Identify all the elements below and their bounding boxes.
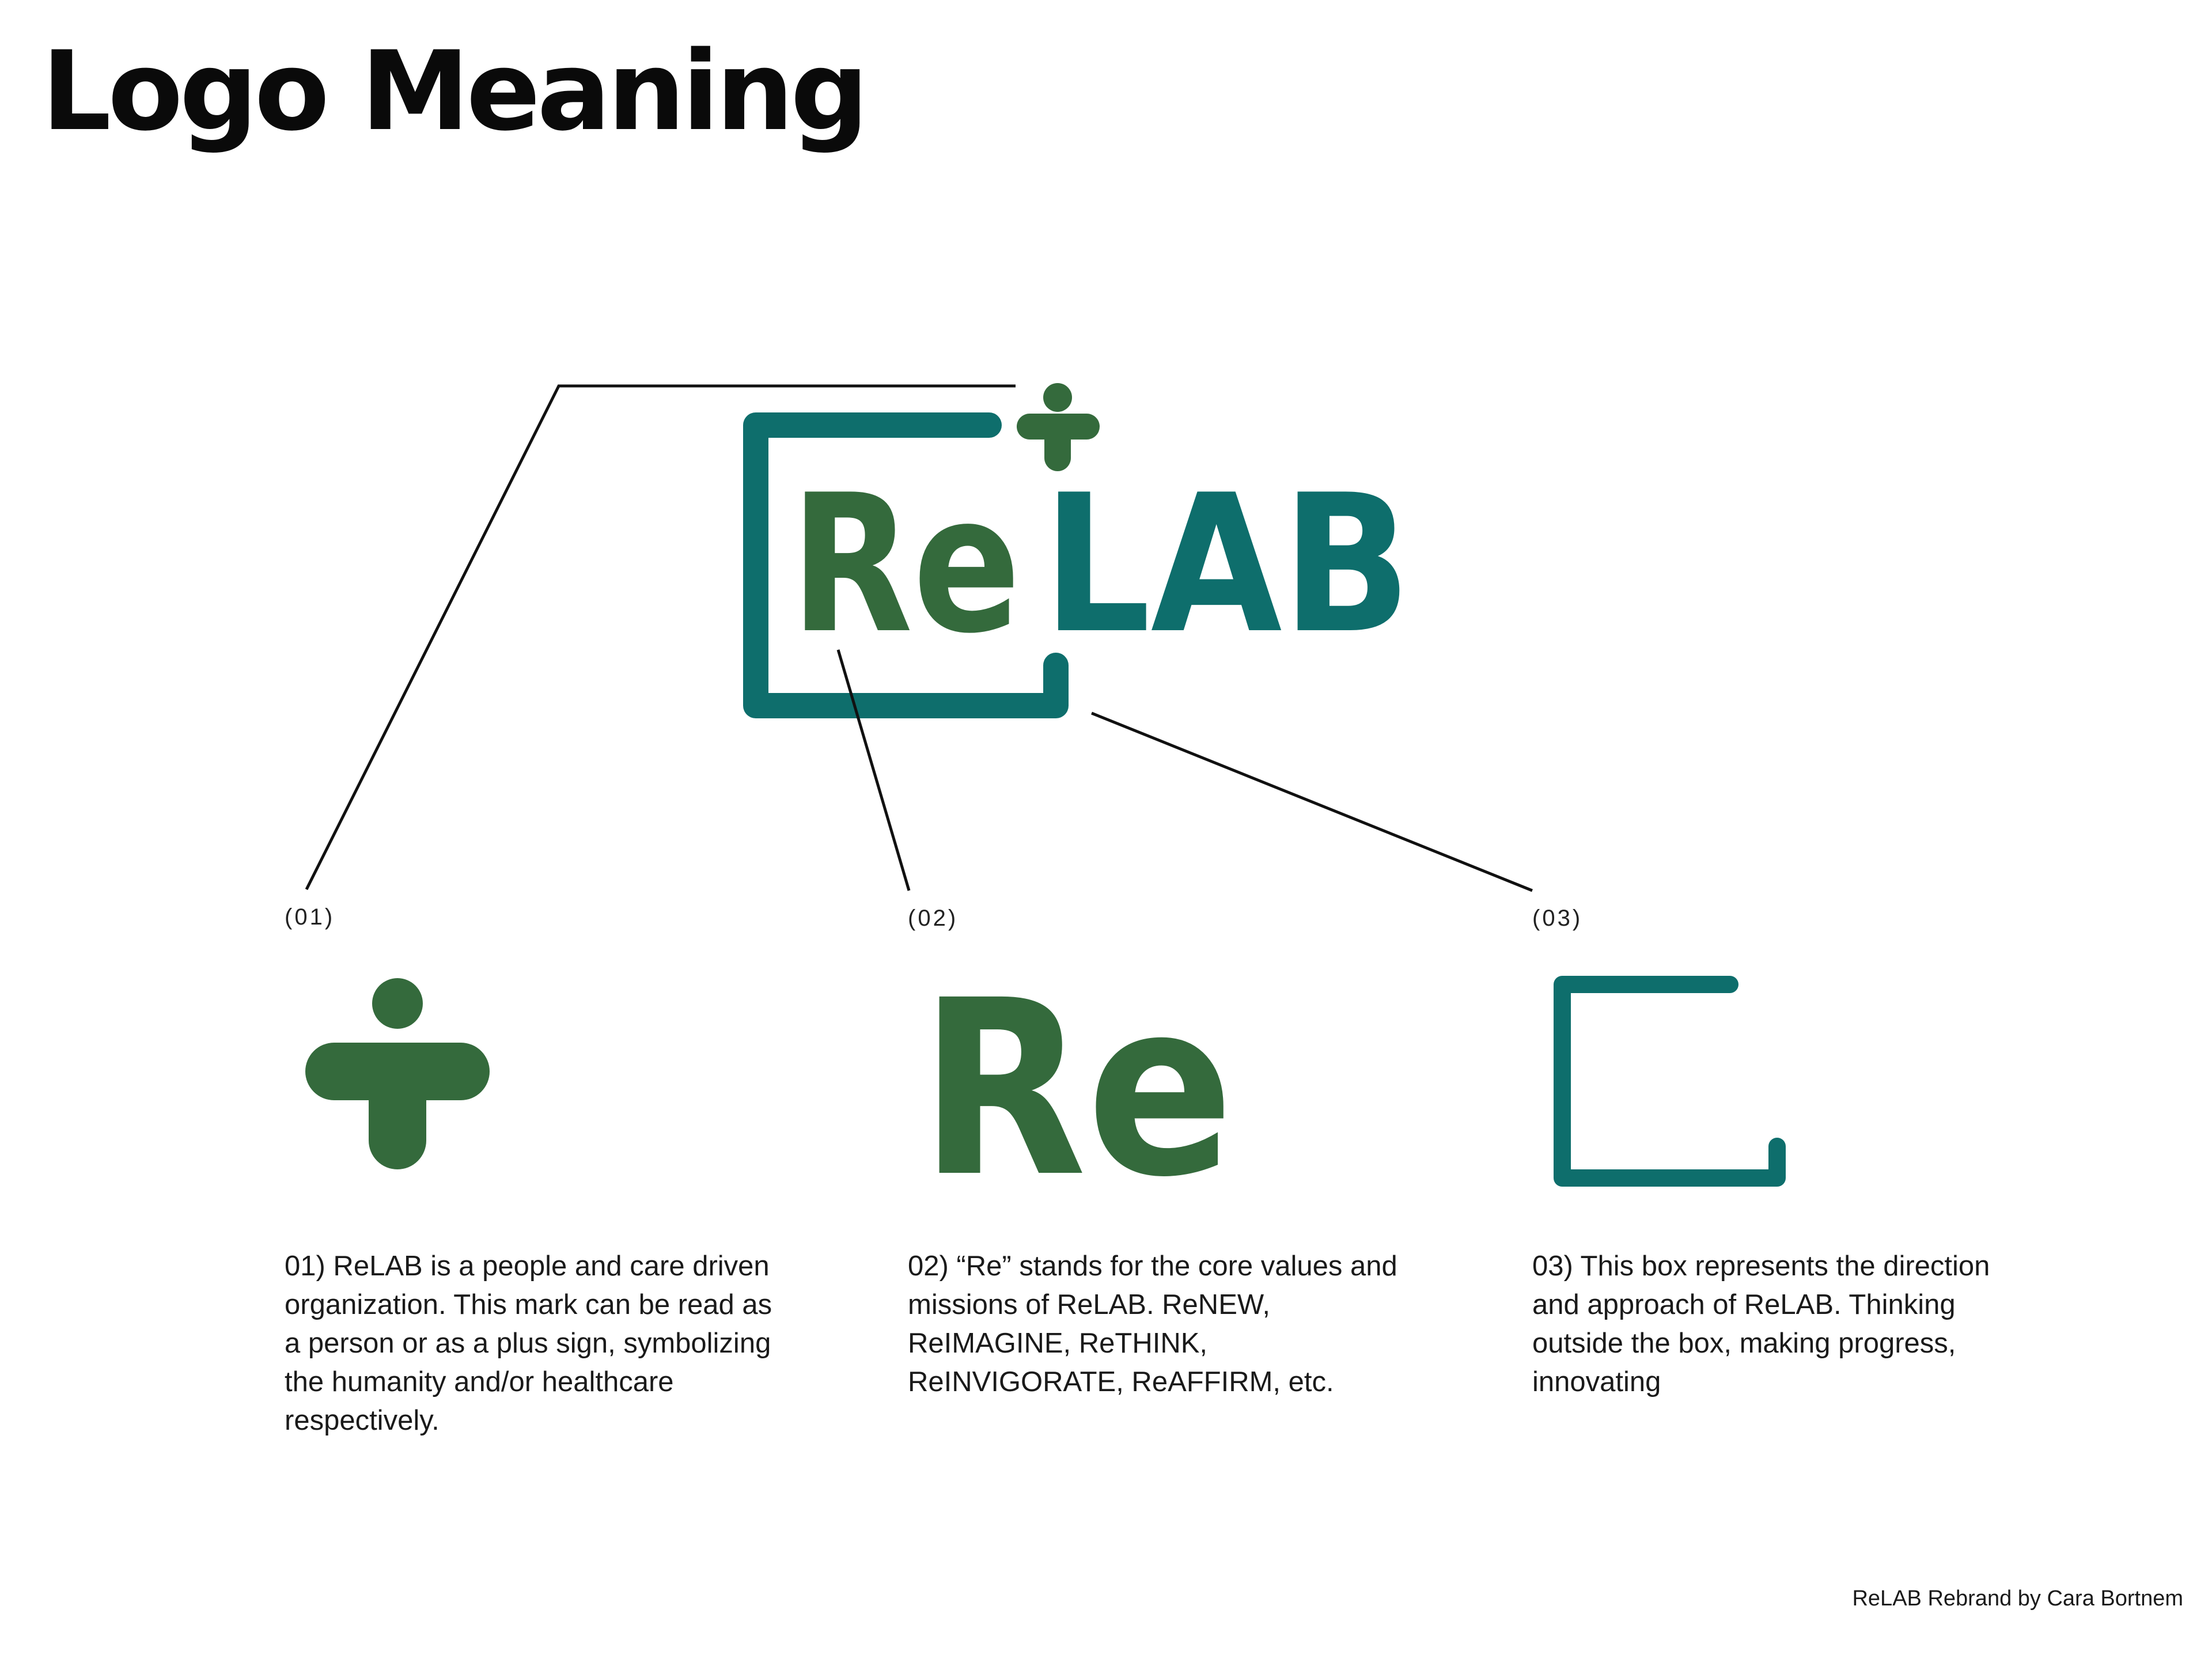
logo-re-text: Re (790, 454, 1021, 675)
part-number-01: (01) (285, 904, 335, 930)
part-number-03: (03) (1532, 906, 1583, 931)
logo-lab-text: LAB (1043, 454, 1411, 675)
connector-line-02 (836, 649, 911, 891)
part-description-03: 03) This box represents the direction an… (1532, 1251, 1990, 1397)
connector-line-01 (305, 384, 1016, 891)
logo-box-icon (743, 412, 1069, 718)
person-plus-icon (305, 978, 490, 1169)
re-glyph: Re (919, 949, 1234, 1230)
footer-credit: ReLAB Rebrand by Cara Bortnem (1852, 1586, 2183, 1611)
part-description-02: 02) “Re” stands for the core values and … (908, 1251, 1397, 1397)
connector-line-03 (1091, 711, 1533, 892)
part-description-01: 01) ReLAB is a people and care driven or… (285, 1251, 772, 1436)
page-title: Logo Meaning (41, 28, 869, 155)
logo-person-plus-icon (1017, 383, 1100, 471)
part-number-02: (02) (908, 906, 959, 931)
open-box-icon (1554, 976, 1786, 1187)
relab-logo: Re LAB (743, 383, 1411, 718)
